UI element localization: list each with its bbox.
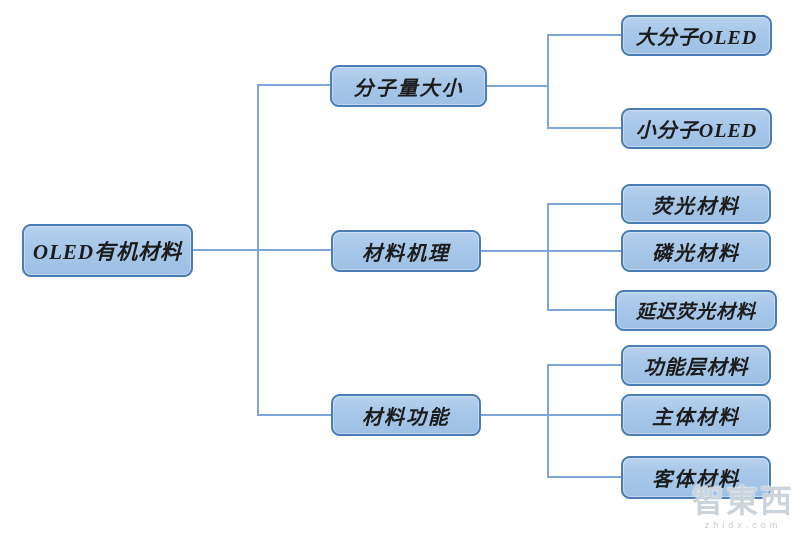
- connector-branch2-vertical: [547, 203, 549, 311]
- connector-child-guest: [547, 476, 621, 478]
- connector-child-functional: [547, 364, 621, 366]
- connector-trunk-branch3: [257, 414, 333, 416]
- connector-branch1-stub: [487, 85, 548, 87]
- node-branch-material-mechanism: 材料机理: [331, 230, 481, 272]
- node-child-phosphorescent-materials: 磷光材料: [621, 230, 771, 272]
- node-child-functional-layer-materials: 功能层材料: [621, 345, 771, 386]
- node-branch-molecular-weight: 分子量大小: [330, 65, 487, 107]
- node-branch-material-function: 材料功能: [331, 394, 481, 436]
- node-child-fluorescent-materials: 荧光材料: [621, 184, 771, 224]
- connector-branch3-vertical: [547, 364, 549, 478]
- node-child-guest-materials: 客体材料: [621, 456, 771, 499]
- node-child-delayed-fluorescence-materials: 延迟荧光材料: [615, 290, 777, 331]
- connector-branch3-stub: [481, 414, 621, 416]
- connector-root-trunk: [193, 249, 331, 251]
- node-child-host-materials: 主体材料: [621, 394, 771, 436]
- watermark: 智東西 zhidx.com: [692, 484, 794, 530]
- connector-branch1-vertical: [547, 34, 549, 129]
- watermark-url: zhidx.com: [704, 520, 782, 530]
- node-child-macromolecule-oled: 大分子OLED: [621, 15, 772, 56]
- connector-child-delayed: [547, 309, 615, 311]
- connector-trunk-vertical: [257, 84, 259, 416]
- node-root-oled-organic-materials: OLED有机材料: [22, 224, 193, 277]
- connector-child-small-oled: [547, 127, 621, 129]
- connector-child-fluorescent: [547, 203, 621, 205]
- watermark-logo: 智東西: [691, 483, 794, 519]
- connector-branch2-stub: [481, 250, 621, 252]
- connector-child-macro-oled: [547, 34, 621, 36]
- connector-trunk-branch1: [257, 84, 332, 86]
- node-child-small-molecule-oled: 小分子OLED: [621, 108, 772, 149]
